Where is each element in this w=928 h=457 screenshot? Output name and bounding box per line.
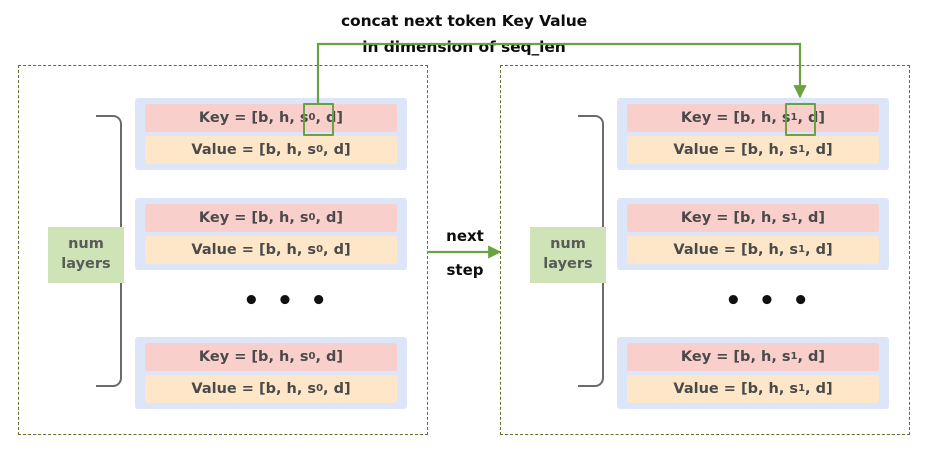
value-text: Value = [b, h, s bbox=[673, 381, 799, 397]
value-text: Value = [b, h, s bbox=[673, 242, 799, 258]
value-text: Value = [b, h, s bbox=[673, 142, 799, 158]
num-layers-line-1: num bbox=[68, 236, 104, 253]
value-tail: , d] bbox=[805, 381, 833, 397]
value-text: Value = [b, h, s bbox=[191, 381, 317, 397]
key-tail: , d] bbox=[797, 110, 826, 126]
key-tail: , d] bbox=[797, 349, 826, 365]
layers-ellipsis: • • • bbox=[725, 286, 813, 316]
value-text: Value = [b, h, s bbox=[191, 242, 317, 258]
key-text: Key = [b, h, s bbox=[680, 210, 791, 226]
layers-ellipsis: • • • bbox=[243, 286, 331, 316]
key-text: Key = [b, h, s bbox=[198, 110, 309, 126]
key-text: Key = [b, h, s bbox=[680, 110, 791, 126]
key-tail: , d] bbox=[315, 210, 344, 226]
highlight-box-seq-right bbox=[785, 103, 816, 136]
key-text: Key = [b, h, s bbox=[198, 210, 309, 226]
value-tail: , d] bbox=[323, 242, 351, 258]
next-step-line-1: next bbox=[446, 227, 484, 245]
diagram-title-line-2: in dimension of seq_len bbox=[362, 38, 566, 56]
value-tail: , d] bbox=[805, 242, 833, 258]
num-layers-label-left: num layers bbox=[48, 227, 124, 283]
key-tail: , d] bbox=[797, 210, 826, 226]
value-text: Value = [b, h, s bbox=[191, 142, 317, 158]
key-text: Key = [b, h, s bbox=[198, 349, 309, 365]
next-step-line-2: step bbox=[446, 261, 484, 279]
num-layers-line-2: layers bbox=[61, 256, 111, 272]
panel-current-step bbox=[18, 65, 428, 435]
key-text: Key = [b, h, s bbox=[680, 349, 791, 365]
value-tail: , d] bbox=[323, 381, 351, 397]
value-tail: , d] bbox=[323, 142, 351, 158]
num-layers-label-right: num layers bbox=[530, 227, 606, 283]
key-tail: , d] bbox=[315, 349, 344, 365]
diagram-title-line-1: concat next token Key Value bbox=[340, 12, 588, 30]
value-tail: , d] bbox=[805, 142, 833, 158]
num-layers-line-1: num bbox=[550, 236, 586, 253]
key-tail: , d] bbox=[315, 110, 344, 126]
highlight-box-seq-left bbox=[303, 103, 334, 136]
num-layers-line-2: layers bbox=[543, 256, 593, 272]
